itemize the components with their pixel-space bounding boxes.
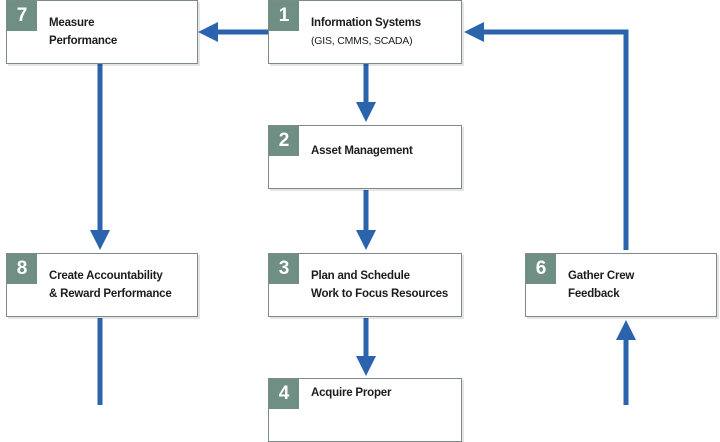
step-3-text: Plan and Schedule Work to Focus Resource… [311,267,455,303]
step-7-line-2: Performance [49,35,118,47]
step-8-box: 8 Create Accountability & Reward Perform… [6,253,198,317]
step-4-box: 4 Acquire Proper [268,378,462,442]
step-8-line-1: Create Accountability [49,270,163,282]
step-6-text: Gather Crew Feedback [568,267,710,303]
step-8-line-2: & Reward Performance [49,288,172,300]
step-4-line-1: Acquire Proper [311,387,392,399]
step-2-number: 2 [269,126,299,156]
step-1-number: 1 [269,1,299,31]
step-4-number: 4 [269,379,299,409]
step-4-text: Acquire Proper [311,384,455,402]
step-3-box: 3 Plan and Schedule Work to Focus Resour… [268,253,462,317]
flow-arrows [90,22,636,405]
step-6-line-1: Gather Crew [568,270,635,282]
step-6-line-2: Feedback [568,288,620,300]
step-7-number: 7 [7,1,37,31]
step-1-subtitle: (GIS, CMMS, SCADA) [311,35,413,47]
step-2-box: 2 Asset Management [268,125,462,189]
step-8-text: Create Accountability & Reward Performan… [49,267,191,303]
step-7-text: Measure Performance [49,14,191,50]
step-7-line-1: Measure [49,17,95,29]
step-2-text: Asset Management [311,142,455,160]
step-1-title: Information Systems [311,17,421,29]
step-7-box: 7 Measure Performance [6,0,198,64]
step-1-box: 1 Information Systems (GIS, CMMS, SCADA) [268,0,462,64]
step-3-number: 3 [269,254,299,284]
step-1-text: Information Systems (GIS, CMMS, SCADA) [311,14,455,50]
step-3-line-2: Work to Focus Resources [311,288,449,300]
step-6-box: 6 Gather Crew Feedback [525,253,717,317]
step-6-number: 6 [526,254,556,284]
arrow-6-to-1 [464,22,629,250]
step-8-number: 8 [7,254,37,284]
step-3-line-1: Plan and Schedule [311,270,410,282]
step-2-line-1: Asset Management [311,145,413,157]
